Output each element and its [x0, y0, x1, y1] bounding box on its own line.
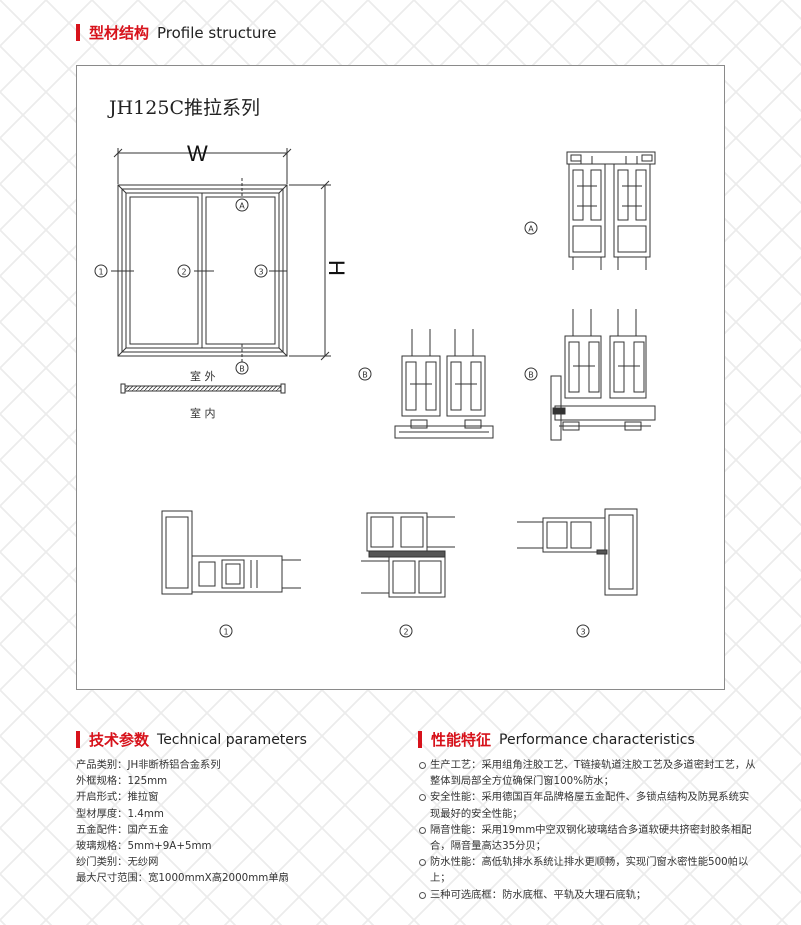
- marker-a-elevation: A: [235, 198, 249, 212]
- indoor-label: 室 内: [190, 406, 216, 420]
- svg-text:A: A: [528, 225, 534, 234]
- svg-text:A: A: [239, 202, 245, 211]
- outdoor-label: 室 外: [190, 369, 216, 383]
- bullet-icon: [419, 794, 426, 802]
- marker-2-section: 2: [399, 624, 413, 638]
- profile-detail-a: [566, 151, 656, 270]
- bullet-icon: [419, 891, 426, 899]
- svg-text:2: 2: [403, 628, 408, 637]
- section-header-technical: 技术参数 Technical parameters: [76, 729, 307, 750]
- svg-text:B: B: [239, 365, 245, 374]
- param-row: 开启形式：推拉窗: [76, 791, 159, 804]
- performance-text: 防水性能：高低轨排水系统让排水更顺畅，实现门窗水密性能500帕以上；: [430, 856, 749, 885]
- section-title-zh: 型材结构: [89, 24, 150, 42]
- performance-text: 生产工艺：采用组角注胶工艺、T链接轨道注胶工艺及多道密封工艺，从整体到局部全方位…: [430, 759, 756, 788]
- profile-detail-b-right: [550, 309, 656, 441]
- svg-text:1: 1: [223, 628, 228, 637]
- svg-text:1: 1: [98, 268, 103, 277]
- section-header-profile-structure: 型材结构 Profile structure: [76, 22, 277, 43]
- performance-text: 三种可选底框：防水底框、平轨及大理石底轨；: [430, 888, 647, 901]
- svg-text:3: 3: [580, 628, 585, 637]
- technical-parameters-list: 产品类别：JH非断桥铝合金系列 外框规格：125mm 开启形式：推拉窗 型材厚度…: [76, 757, 289, 887]
- bullet-icon: [419, 859, 426, 867]
- marker-1-elevation: 1: [94, 264, 108, 278]
- section-title-en: Performance characteristics: [499, 731, 695, 748]
- window-elevation: [111, 178, 288, 363]
- section-title-en: Technical parameters: [157, 731, 307, 748]
- param-row: 产品类别：JH非断桥铝合金系列: [76, 759, 221, 771]
- performance-text: 隔音性能：采用19mm中空双钢化玻璃结合多道软硬共挤密封胶条相配合，隔音量高达3…: [430, 823, 752, 853]
- section-header-performance: 性能特征 Performance characteristics: [418, 729, 695, 750]
- svg-text:3: 3: [258, 268, 263, 277]
- bullet-icon: [419, 762, 426, 769]
- marker-b-elevation: B: [235, 361, 249, 375]
- section-title-zh: 性能特征: [431, 731, 492, 749]
- profile-drawing-panel: JH125C推拉系列 W H: [76, 65, 725, 690]
- list-item: 三种可选底框：防水底框、平轨及大理石底轨；: [418, 887, 758, 903]
- list-item: 隔音性能：采用19mm中空双钢化玻璃结合多道软硬共挤密封胶条相配合，隔音量高达3…: [418, 822, 758, 854]
- height-label: H: [324, 260, 349, 276]
- param-row: 纱门类别：无纱网: [76, 856, 159, 869]
- param-row: 玻璃规格：5mm+9A+5mm: [76, 840, 212, 853]
- series-title: JH125C推拉系列: [107, 97, 260, 119]
- accent-bar: [76, 24, 80, 41]
- performance-list: 生产工艺：采用组角注胶工艺、T链接轨道注胶工艺及多道密封工艺，从整体到局部全方位…: [418, 757, 758, 903]
- plan-section: [120, 383, 286, 394]
- marker-b-detail-left: B: [358, 367, 372, 381]
- svg-text:2: 2: [181, 268, 186, 277]
- section-title-en: Profile structure: [157, 23, 277, 42]
- svg-text:B: B: [362, 371, 368, 380]
- marker-3-elevation: 3: [254, 264, 268, 278]
- marker-a-detail: A: [524, 221, 538, 235]
- marker-b-detail-right: B: [524, 367, 538, 381]
- section-title-zh: 技术参数: [89, 731, 150, 749]
- param-row: 最大尺寸范围：宽1000mmX高2000mm单扇: [76, 872, 289, 885]
- list-item: 防水性能：高低轨排水系统让排水更顺畅，实现门窗水密性能500帕以上；: [418, 854, 758, 886]
- profile-section-2: [361, 512, 455, 598]
- param-row: 五金配件：国产五金: [76, 823, 169, 836]
- marker-3-section: 3: [576, 624, 590, 638]
- marker-1-section: 1: [219, 624, 233, 638]
- accent-bar: [418, 731, 422, 748]
- bullet-icon: [419, 826, 426, 834]
- profile-section-3: [517, 508, 638, 596]
- profile-section-1: [161, 510, 301, 595]
- svg-text:B: B: [528, 371, 534, 380]
- width-label: W: [187, 141, 208, 166]
- performance-text: 安全性能：采用德国百年品牌格屋五金配件、多锁点结构及防晃系统实现最好的安全性能；: [430, 791, 750, 820]
- param-row: 型材厚度：1.4mm: [76, 807, 164, 820]
- marker-2-elevation: 2: [177, 264, 191, 278]
- profile-drawing: JH125C推拉系列 W H: [94, 97, 656, 638]
- param-row: 外框规格：125mm: [76, 775, 168, 788]
- accent-bar: [76, 731, 80, 748]
- profile-detail-b-left: [394, 329, 494, 439]
- list-item: 生产工艺：采用组角注胶工艺、T链接轨道注胶工艺及多道密封工艺，从整体到局部全方位…: [418, 757, 758, 789]
- list-item: 安全性能：采用德国百年品牌格屋五金配件、多锁点结构及防晃系统实现最好的安全性能；: [418, 789, 758, 821]
